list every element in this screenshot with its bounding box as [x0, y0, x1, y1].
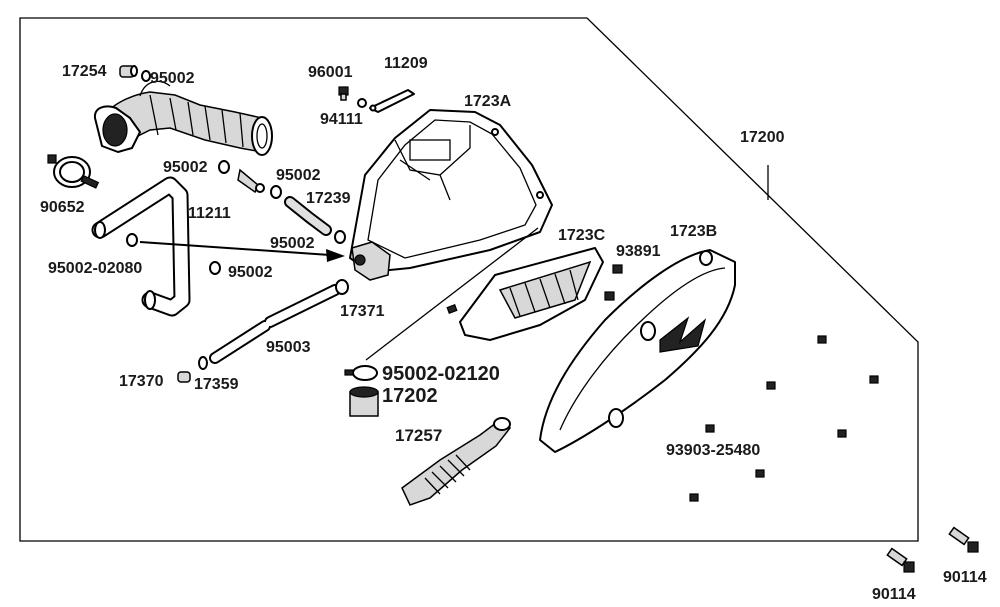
label-17239: 17239	[306, 190, 351, 207]
label-95003: 95003	[266, 339, 311, 356]
label-94111: 94111	[320, 111, 363, 128]
part-17359	[198, 356, 208, 370]
part-cover-1723b	[539, 249, 736, 453]
part-duct-17257	[401, 417, 512, 506]
part-tube-17239	[284, 196, 332, 236]
label-95002-d: 95002	[270, 235, 315, 252]
part-96001-bolt	[338, 86, 349, 101]
part-94111-nut	[357, 98, 367, 108]
label-95002-02080: 95002-02080	[48, 260, 142, 277]
label-90652: 90652	[40, 199, 85, 216]
label-17257: 17257	[395, 426, 442, 445]
label-1723c: 1723C	[558, 227, 606, 244]
part-drain-tube-95003	[209, 284, 341, 364]
part-sleeve-17202	[349, 386, 379, 417]
label-17359: 17359	[194, 376, 239, 393]
part-screws-93903	[689, 335, 879, 502]
label-17202: 17202	[382, 385, 438, 407]
label-90114-a: 90114	[872, 586, 916, 603]
label-17200: 17200	[740, 129, 785, 146]
label-1723b: 1723B	[670, 223, 717, 240]
arrow-indicator	[139, 241, 345, 262]
part-17371	[335, 279, 349, 295]
part-case-1723a	[349, 109, 553, 281]
label-11211: 11211	[188, 205, 231, 222]
label-95002-c: 95002	[276, 167, 321, 184]
label-17370: 17370	[119, 373, 164, 390]
label-17254: 17254	[62, 63, 107, 80]
assembly-boundary	[19, 17, 919, 542]
part-screw-near-1723c	[446, 304, 458, 314]
label-1723a: 1723A	[464, 93, 512, 110]
part-95002-clip-02080	[126, 233, 138, 247]
label-95002-a: 95002	[150, 70, 195, 87]
label-95002-b: 95002	[163, 159, 208, 176]
part-95002-clip-c	[270, 185, 282, 199]
part-17254-plug	[119, 65, 138, 78]
label-17371: 17371	[340, 303, 385, 320]
label-95002-e: 95002	[228, 264, 273, 281]
leader-line-drain	[365, 227, 539, 361]
part-93891-screw	[604, 264, 623, 301]
label-93903-25480: 93903-25480	[666, 442, 760, 459]
label-93891: 93891	[616, 243, 661, 260]
label-90114-b: 90114	[943, 569, 987, 586]
part-element-1723c	[459, 247, 604, 341]
part-bolt-90114-b	[948, 526, 979, 553]
label-96001: 96001	[308, 64, 353, 81]
part-joint	[237, 168, 265, 194]
part-95002-clip-e	[209, 261, 221, 275]
part-bracket-11209	[369, 89, 415, 113]
part-intake-hose	[93, 80, 273, 156]
label-11209: 11209	[384, 55, 428, 72]
part-bolt-90114-a	[886, 547, 915, 573]
part-breather-hose-11211	[91, 176, 191, 317]
part-clip-95002-02120	[344, 365, 378, 381]
label-95002-02120: 95002-02120	[382, 363, 500, 385]
part-clamp-90652	[47, 154, 100, 189]
part-95002-clip-b	[218, 160, 230, 174]
part-95002-clip-d	[334, 230, 346, 244]
part-17370	[177, 371, 191, 383]
part-95002-clip-a	[141, 70, 151, 82]
